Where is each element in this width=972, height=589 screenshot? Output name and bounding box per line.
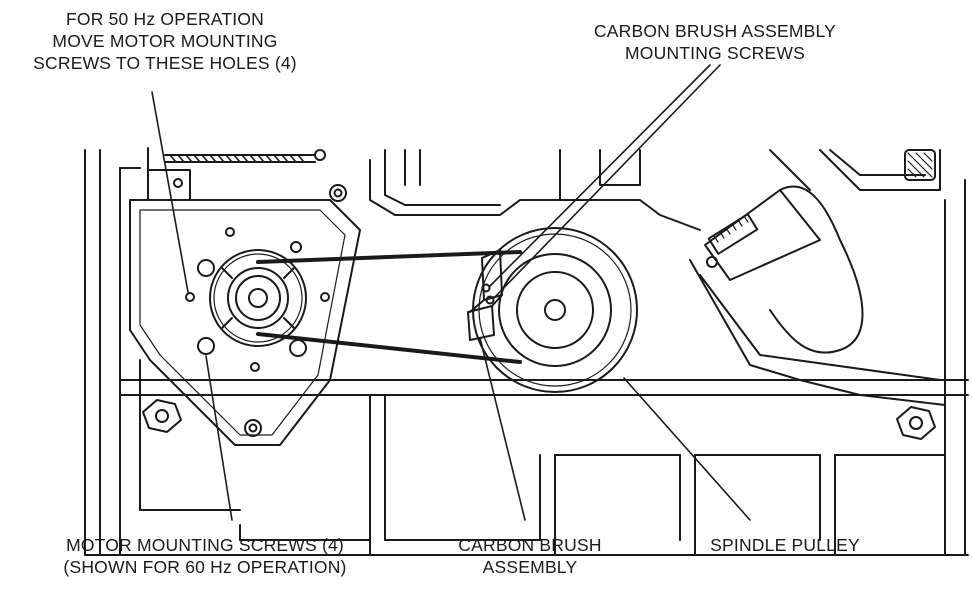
callout-brush-screws: CARBON BRUSH ASSEMBLY MOUNTING SCREWS: [570, 20, 860, 64]
callout-spindle-pulley: SPINDLE PULLEY: [690, 534, 880, 556]
carbon-brush-graphic: [467, 249, 503, 341]
callout-line: FOR 50 Hz OPERATION: [66, 9, 264, 29]
side-cylinder: [689, 149, 946, 406]
chassis-frame: [84, 149, 969, 556]
callout-line: CARBON BRUSH ASSEMBLY: [593, 21, 837, 41]
callout-line: MOTOR MOUNTING SCREWS (4): [66, 535, 344, 555]
spindle-pulley-graphic: [472, 227, 638, 393]
callout-line: CARBON BRUSH: [458, 535, 602, 555]
leader-lines: [151, 64, 751, 521]
callout-line: MOUNTING SCREWS: [625, 43, 805, 63]
callout-50hz-holes: FOR 50 Hz OPERATION MOVE MOTOR MOUNTING …: [0, 8, 330, 74]
upper-housing: [147, 147, 941, 231]
callout-brush-assembly: CARBON BRUSH ASSEMBLY: [455, 534, 605, 578]
motor-plate: [129, 178, 361, 446]
callout-motor-screws-60hz: MOTOR MOUNTING SCREWS (4) (SHOWN FOR 60 …: [60, 534, 350, 578]
callout-line: ASSEMBLY: [482, 557, 578, 577]
drive-belt: [256, 250, 522, 364]
callout-line: MOVE MOTOR MOUNTING: [52, 31, 278, 51]
motor-hub: [209, 249, 307, 347]
callout-line: SCREWS TO THESE HOLES (4): [33, 53, 297, 73]
hex-nuts: [142, 399, 936, 440]
callout-line: (SHOWN FOR 60 Hz OPERATION): [63, 557, 347, 577]
callout-line: SPINDLE PULLEY: [710, 535, 860, 555]
